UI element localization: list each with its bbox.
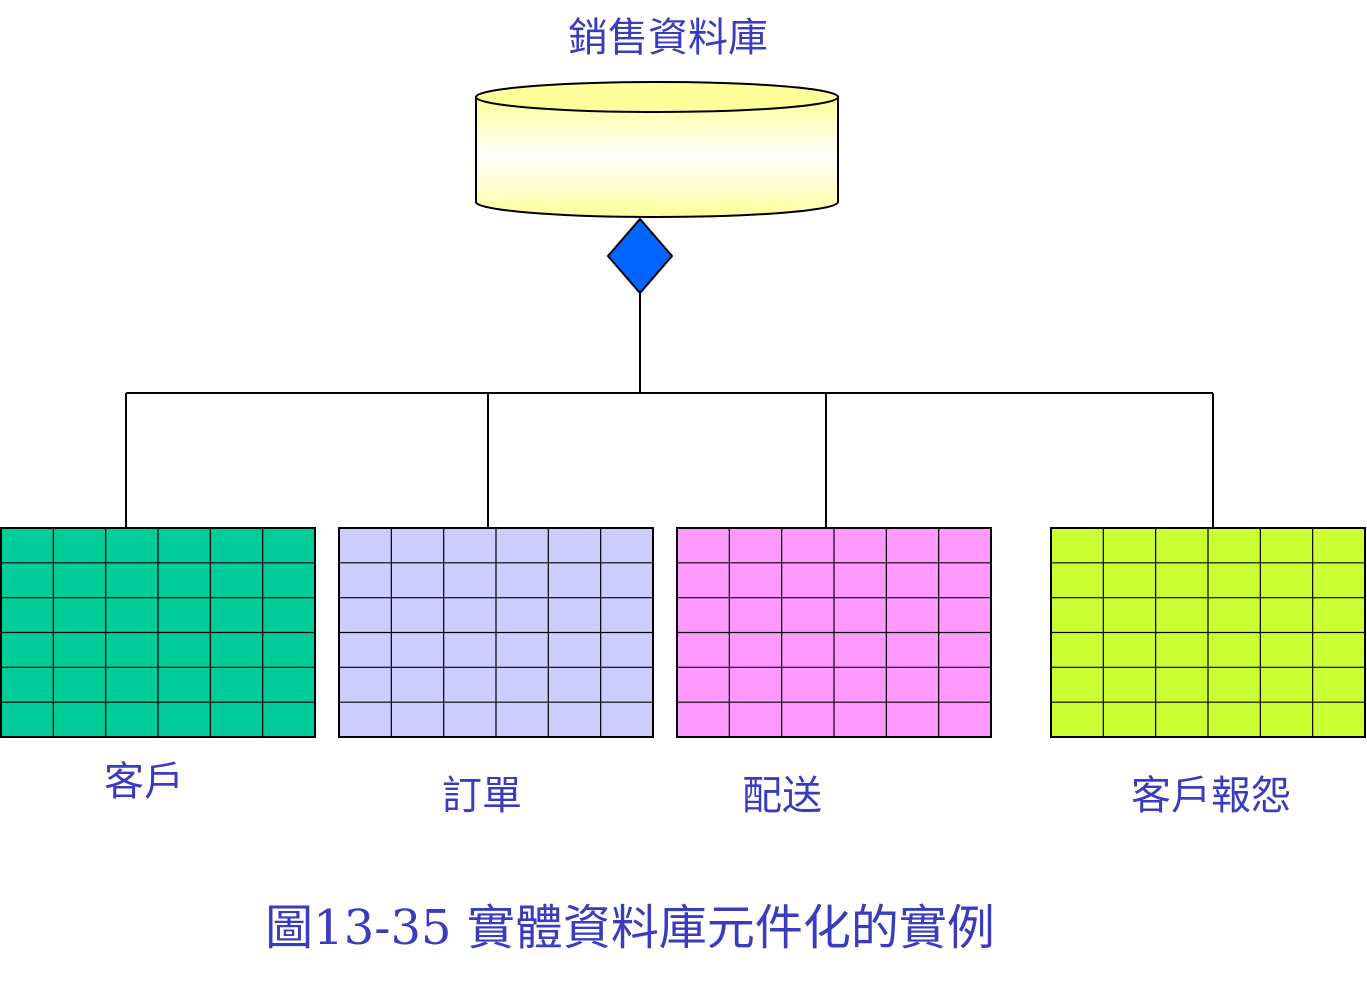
- figure-caption: 圖13-35 實體資料庫元件化的實例: [265, 900, 995, 956]
- table-grid-delivery: [676, 527, 992, 738]
- cylinder-body: [475, 96, 839, 218]
- table-label-customer: 客戶: [104, 759, 184, 805]
- table-label-order: 訂單: [442, 773, 522, 819]
- table-label-complaint: 客戶報怨: [1131, 773, 1291, 819]
- database-title: 銷售資料庫: [568, 15, 768, 61]
- table-grid-complaint: [1050, 527, 1366, 738]
- cylinder-top: [475, 81, 839, 113]
- table-grid-customer: [0, 527, 316, 738]
- table-grid-order: [338, 527, 654, 738]
- database-cylinder-icon: [475, 81, 839, 218]
- aggregation-diamond-icon: [606, 217, 674, 295]
- table-label-delivery: 配送: [742, 773, 822, 819]
- connector-lines: [125, 293, 1214, 528]
